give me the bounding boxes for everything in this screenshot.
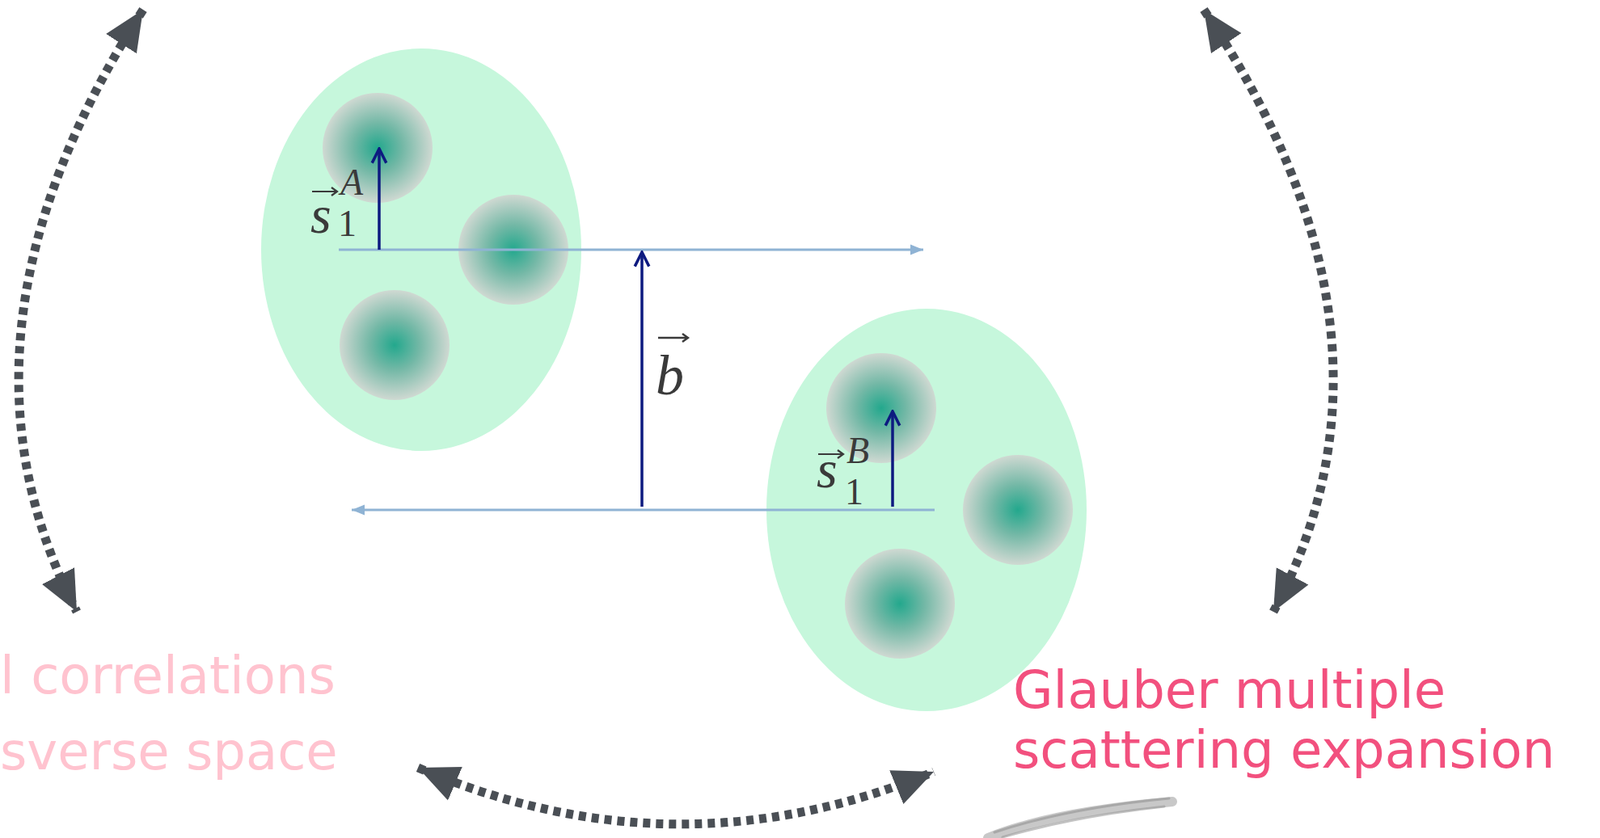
vector-symbol: b [655, 347, 684, 405]
dotted-double-arrow [417, 768, 934, 825]
nucleon [844, 548, 955, 659]
subscript: 1 [844, 473, 864, 511]
dotted-double-arrow [1203, 9, 1334, 613]
nucleon [826, 353, 937, 464]
vector-symbol: s [816, 443, 838, 497]
nucleon [339, 290, 450, 401]
faded-caption: sverse space [0, 722, 338, 783]
position-vector [377, 148, 381, 250]
faded-caption: l correlations [0, 646, 336, 707]
brush-stroke [987, 798, 1173, 838]
nucleon [322, 92, 433, 203]
superscript: A [340, 164, 364, 202]
highlight-caption: Glauber multiple scattering expansion [1013, 661, 1592, 781]
superscript: B [846, 432, 870, 470]
position-vector [890, 411, 895, 507]
beam-line [338, 249, 924, 252]
vector-accent [658, 333, 689, 342]
nucleon [962, 455, 1073, 566]
impact-vector [640, 252, 644, 507]
vector-symbol: s [310, 188, 332, 242]
subscript: 1 [337, 205, 357, 243]
dotted-double-arrow [18, 9, 144, 613]
